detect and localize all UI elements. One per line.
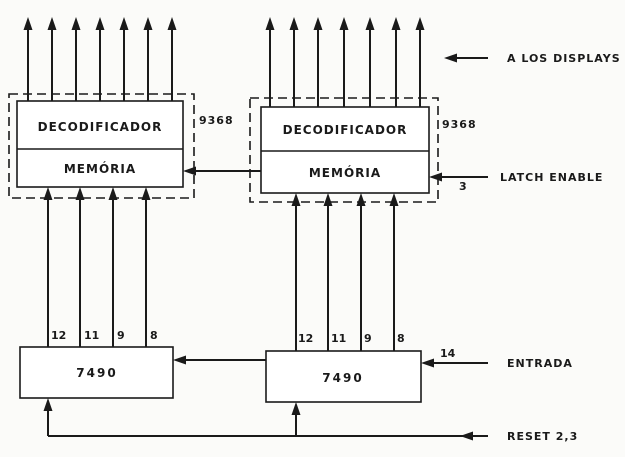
right-counter-label: 7490 <box>322 371 363 385</box>
left-decoder-chip-label: 9368 <box>199 114 234 127</box>
latch-enable-arrow <box>429 172 488 182</box>
left-pin-label-12: 12 <box>51 329 66 342</box>
right-decoder-chip-label: 9368 <box>442 118 477 131</box>
input-arrow <box>421 358 488 368</box>
right-7490-counter <box>265 350 422 403</box>
left-pin-label-8: 8 <box>150 329 158 342</box>
left-pin-label-11: 11 <box>84 329 99 342</box>
latch-enable-pin-number: 3 <box>459 180 467 193</box>
input-label: ENTRADA <box>507 357 573 370</box>
right-decoder-label: DECODIFICADOR <box>283 123 408 137</box>
latch-enable-label: LATCH ENABLE <box>500 171 603 184</box>
left-9368-package-outline <box>8 93 195 199</box>
input-pin-number: 14 <box>440 347 456 360</box>
right-display-output-arrows <box>265 17 425 107</box>
memory-latch-link-arrow <box>183 166 261 176</box>
left-7490-counter <box>19 346 174 399</box>
right-decoder-memory-block <box>260 106 430 194</box>
to-displays-arrow <box>444 53 488 63</box>
reset-label: RESET 2,3 <box>507 430 578 443</box>
right-pin-label-12: 12 <box>298 332 313 345</box>
right-pin-label-11: 11 <box>331 332 346 345</box>
left-bcd-lines <box>43 187 151 347</box>
left-counter-label: 7490 <box>76 366 117 380</box>
right-pin-label-9: 9 <box>364 332 372 345</box>
left-decoder-memory-block <box>16 100 184 188</box>
left-memory-label: MEMÓRIA <box>64 161 136 176</box>
to-displays-label: A LOS DISPLAYS <box>507 52 621 65</box>
reset-line <box>43 398 488 441</box>
right-bcd-lines <box>291 193 399 351</box>
left-decoder-label: DECODIFICADOR <box>38 120 163 134</box>
right-9368-package-outline <box>249 97 439 203</box>
right-pin-label-8: 8 <box>397 332 405 345</box>
right-memory-label: MEMÓRIA <box>309 165 381 180</box>
left-display-output-arrows <box>23 17 177 101</box>
left-pin-label-9: 9 <box>117 329 125 342</box>
counter-carry-arrow <box>173 355 266 365</box>
